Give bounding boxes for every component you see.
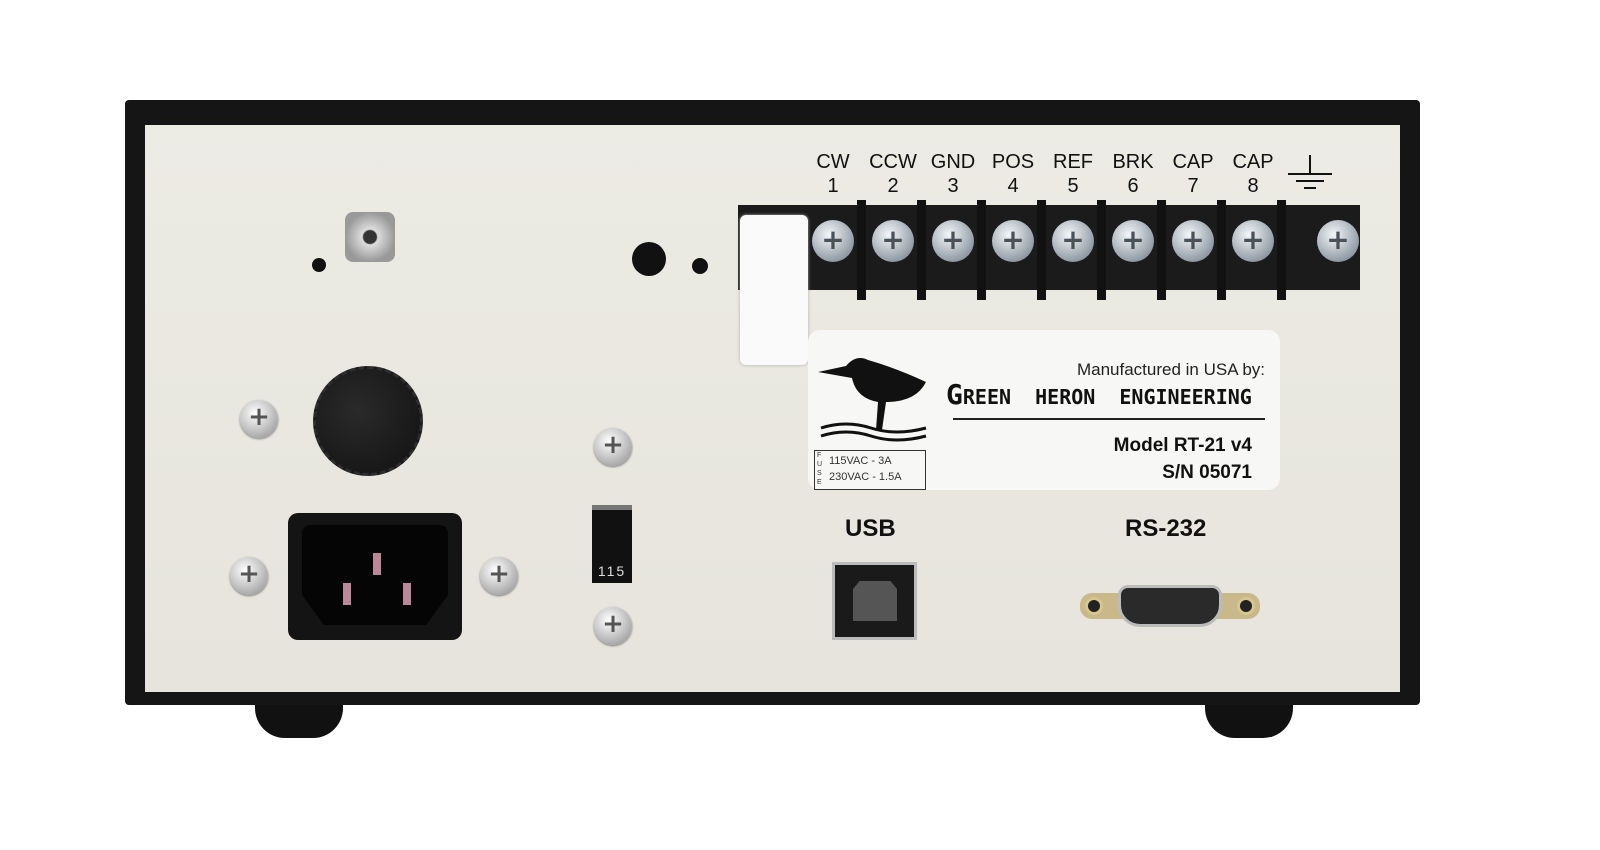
terminal-name: CAP	[1232, 151, 1274, 173]
terminal-number: 5	[1067, 175, 1079, 197]
terminal-barrier	[857, 200, 866, 300]
inlet-socket	[302, 525, 448, 625]
label-divider	[953, 418, 1265, 420]
rs232-port[interactable]	[1080, 585, 1260, 627]
model-text: Model RT-21 v4	[1113, 435, 1252, 456]
terminal-number: 6	[1127, 175, 1139, 197]
terminal-barrier	[1097, 200, 1106, 300]
screw	[594, 428, 632, 466]
fuse-rating-box: FUSE 115VAC - 3A 230VAC - 1.5A	[814, 450, 926, 490]
foot-right	[1205, 700, 1293, 738]
company-name: GREEN HERON ENGINEERING	[946, 378, 1252, 411]
terminal-screw-3[interactable]	[932, 220, 974, 262]
usb-port[interactable]	[832, 562, 917, 640]
terminal-barrier	[1277, 200, 1286, 300]
terminal-barrier	[1157, 200, 1166, 300]
fuse-holder[interactable]	[313, 366, 423, 476]
terminal-name: CCW	[869, 151, 917, 173]
terminal-ground-stud	[1317, 220, 1359, 262]
terminal-name: CAP	[1172, 151, 1214, 173]
terminal-number: 7	[1187, 175, 1199, 197]
terminal-screw-6[interactable]	[1112, 220, 1154, 262]
company-rest: REEN HERON ENGINEERING	[962, 385, 1252, 409]
terminal-number: 1	[827, 175, 839, 197]
terminal-number: 8	[1247, 175, 1259, 197]
terminal-name: BRK	[1112, 151, 1154, 173]
foot-left	[255, 700, 343, 738]
terminal-name: REF	[1053, 151, 1093, 173]
rs232-label: RS-232	[1125, 515, 1207, 542]
fuse-rating-115: 115VAC - 3A	[829, 455, 892, 467]
ground-stud	[345, 212, 395, 262]
terminal-name: POS	[991, 151, 1035, 173]
inlet-pin	[343, 583, 351, 605]
screw	[480, 557, 518, 595]
terminal-screw-2[interactable]	[872, 220, 914, 262]
voltage-selector-switch[interactable]: 115	[592, 505, 632, 583]
terminal-screw-1[interactable]	[812, 220, 854, 262]
usb-label: USB	[845, 515, 896, 542]
screw	[230, 557, 268, 595]
fuse-letters: FUSE	[817, 452, 823, 486]
ground-icon	[1288, 155, 1332, 195]
terminal-number: 3	[947, 175, 959, 197]
terminal-barrier	[1037, 200, 1046, 300]
terminal-number: 4	[1007, 175, 1019, 197]
manufacturer-label: FUSE 115VAC - 3A 230VAC - 1.5A Manufactu…	[808, 330, 1280, 490]
power-inlet[interactable]	[288, 513, 462, 640]
inlet-pin	[403, 583, 411, 605]
terminal-screw-4[interactable]	[992, 220, 1034, 262]
terminal-number: 2	[887, 175, 899, 197]
panel-hole	[312, 258, 326, 272]
terminal-barrier	[1217, 200, 1226, 300]
terminal-name: GND	[930, 151, 976, 173]
terminal-screw-7[interactable]	[1172, 220, 1214, 262]
panel-hole	[692, 258, 708, 274]
terminal-screw-8[interactable]	[1232, 220, 1274, 262]
terminal-name: CW	[816, 151, 850, 173]
heron-logo	[818, 358, 927, 442]
terminal-screw-5[interactable]	[1052, 220, 1094, 262]
paper-tag	[740, 215, 808, 365]
fuse-rating-230: 230VAC - 1.5A	[829, 471, 902, 483]
inlet-pin	[373, 553, 381, 575]
terminal-barrier	[917, 200, 926, 300]
terminal-barrier	[977, 200, 986, 300]
screw	[594, 607, 632, 645]
panel-hole	[632, 242, 666, 276]
manufactured-text: Manufactured in USA by:	[1076, 360, 1265, 379]
serial-number: S/N 05071	[1162, 462, 1252, 483]
voltage-selector-value: 115	[597, 563, 627, 579]
screw	[240, 400, 278, 438]
company-initial: G	[946, 378, 963, 411]
